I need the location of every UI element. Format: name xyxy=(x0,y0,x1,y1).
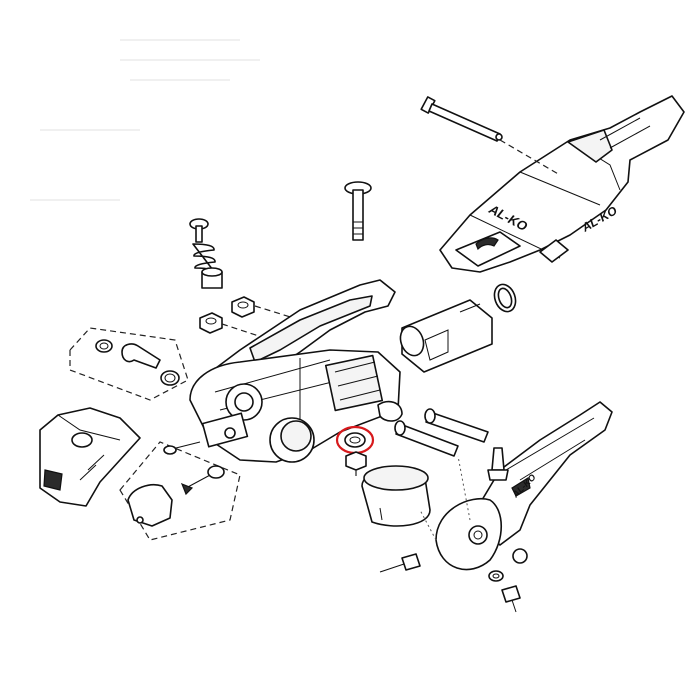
damper-cylinder xyxy=(399,299,493,373)
lower-housing xyxy=(361,465,431,527)
dashed-group-left-lower xyxy=(119,441,241,541)
long-pin-top xyxy=(420,96,503,142)
handle-lever: AL-KO xyxy=(435,401,613,571)
hex-nut-2 xyxy=(199,312,223,334)
pin-pair xyxy=(394,408,489,457)
front-cover-cap xyxy=(39,407,141,507)
small-screw-left xyxy=(163,441,201,455)
nut-below-washer xyxy=(345,451,367,478)
hex-nut-1 xyxy=(231,296,255,318)
spring-assembly xyxy=(189,218,223,289)
bottom-screw-left xyxy=(379,553,421,573)
top-cover: AL-KO AL-KO xyxy=(439,95,685,273)
bottom-bolt xyxy=(501,585,521,613)
guide-line-nuts xyxy=(221,305,301,339)
faint-background-marks xyxy=(30,39,260,201)
coupling-body xyxy=(189,279,403,463)
mushroom-bolt xyxy=(344,181,372,241)
washer-part xyxy=(344,432,366,448)
bottom-washer xyxy=(488,570,504,582)
o-ring xyxy=(493,283,517,313)
grease-nipple xyxy=(487,447,509,481)
leader-dots xyxy=(419,455,471,541)
guide-line-pin-cover xyxy=(499,139,561,176)
dashed-group-left-upper xyxy=(69,327,189,401)
